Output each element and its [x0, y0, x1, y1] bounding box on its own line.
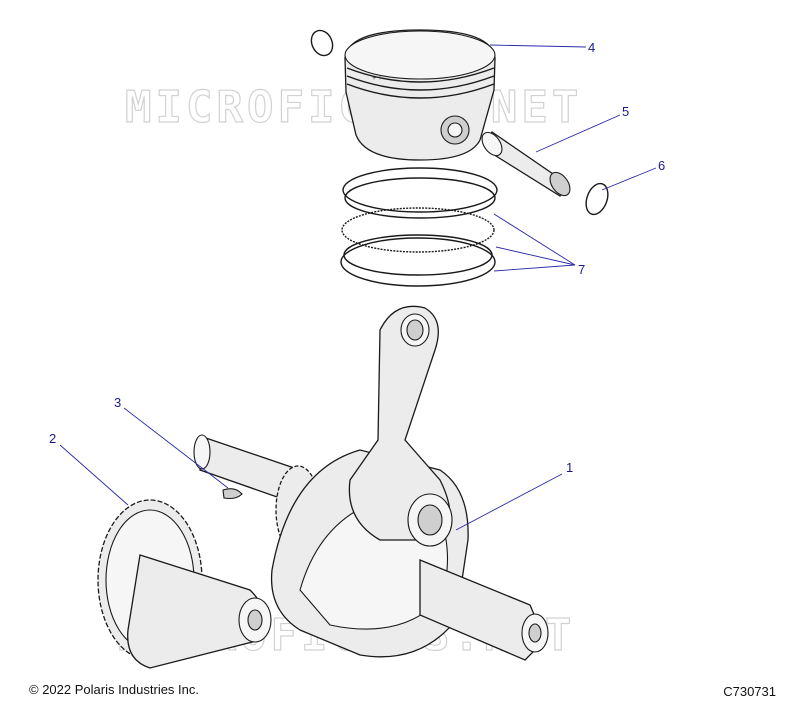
leader-line-3: [123, 407, 229, 489]
leader-line-7b: [495, 246, 576, 266]
figure-id: C730731: [723, 684, 776, 699]
leader-line-7c: [493, 264, 576, 272]
piston-pin: [481, 131, 571, 197]
callout-1: 1: [566, 460, 573, 475]
leader-line-6: [601, 167, 657, 191]
woodruff-key: [222, 488, 243, 500]
balance-shaft-gear: [97, 499, 272, 669]
copyright-notice: © 2022 Polaris Industries Inc.: [29, 682, 199, 697]
crankshaft-assembly: [193, 305, 549, 661]
callout-4: 4: [588, 40, 595, 55]
leader-line-2: [59, 444, 129, 506]
leader-line-1: [455, 473, 563, 531]
piston-pin-clip-left: [310, 29, 334, 57]
svg-text:+ +: + +: [372, 75, 382, 82]
callout-7: 7: [578, 262, 585, 277]
leader-line-4: [489, 44, 587, 48]
callout-3: 3: [114, 395, 121, 410]
piston: + +: [344, 29, 496, 161]
piston-pin-clip-right: [585, 182, 609, 216]
piston-ring-set: [340, 167, 498, 287]
callout-2: 2: [49, 431, 56, 446]
leader-line-7a: [493, 213, 576, 266]
leader-line-5: [535, 114, 621, 153]
callout-5: 5: [622, 104, 629, 119]
callout-6: 6: [658, 158, 665, 173]
